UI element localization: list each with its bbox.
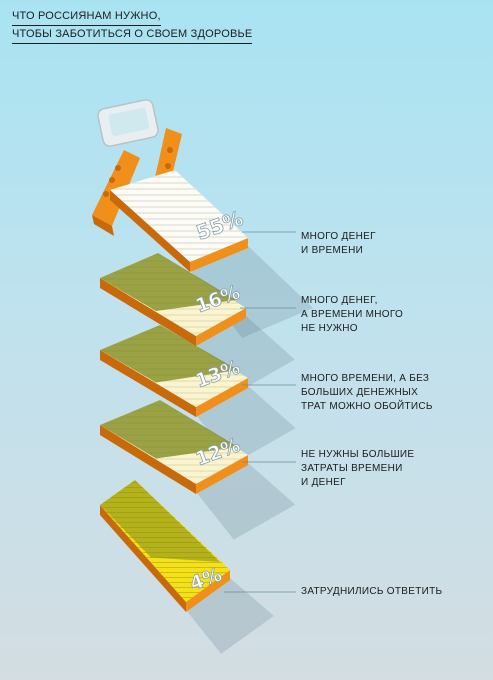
step-side xyxy=(100,278,196,346)
step-cast-shadow xyxy=(100,325,238,383)
step-side xyxy=(100,425,196,494)
step-top-lines xyxy=(110,170,248,262)
category-label: НЕ НУЖНЫ БОЛЬШИЕ ЗАТРАТЫ ВРЕМЕНИ И ДЕНЕГ xyxy=(301,449,415,488)
chart-title: ЧТО РОССИЯНАМ НУЖНО, ЧТОБЫ ЗАБОТИТЬСЯ О … xyxy=(12,8,253,44)
leader-lines xyxy=(224,231,296,593)
step-front xyxy=(186,570,230,612)
step-front xyxy=(190,238,248,272)
step-floor-shadow xyxy=(196,463,296,540)
step-front xyxy=(196,455,248,494)
title-line-2: ЧТОБЫ ЗАБОТИТЬСЯ О СВОЕМ ЗДОРОВЬЕ xyxy=(12,26,253,44)
step-front xyxy=(196,308,246,346)
step-cast-shadow xyxy=(100,480,220,562)
step-side xyxy=(110,190,190,272)
step-side xyxy=(100,505,186,612)
title-line-1: ЧТО РОССИЯНАМ НУЖНО, xyxy=(12,8,161,26)
step-front xyxy=(196,378,248,417)
step-cast-shadow xyxy=(100,253,236,311)
category-label: МНОГО ДЕНЕГ, А ВРЕМЕНИ МНОГО НЕ НУЖНО xyxy=(301,295,404,334)
step-side xyxy=(100,350,196,417)
step-floor-shadow xyxy=(186,578,274,654)
step-floor-shadow xyxy=(190,246,313,338)
category-label: ЗАТРУДНИЛИСЬ ОТВЕТИТЬ xyxy=(301,586,443,597)
step-cast-shadow xyxy=(100,400,238,459)
category-label: МНОГО ВРЕМЕНИ, А БЕЗ БОЛЬШИХ ДЕНЕЖНЫХ ТР… xyxy=(301,373,433,412)
category-label: МНОГО ДЕНЕГ И ВРЕМЕНИ xyxy=(301,231,376,256)
stair-steps: 55%16%13%12%4% xyxy=(100,170,248,612)
floor-shadows xyxy=(186,246,313,654)
